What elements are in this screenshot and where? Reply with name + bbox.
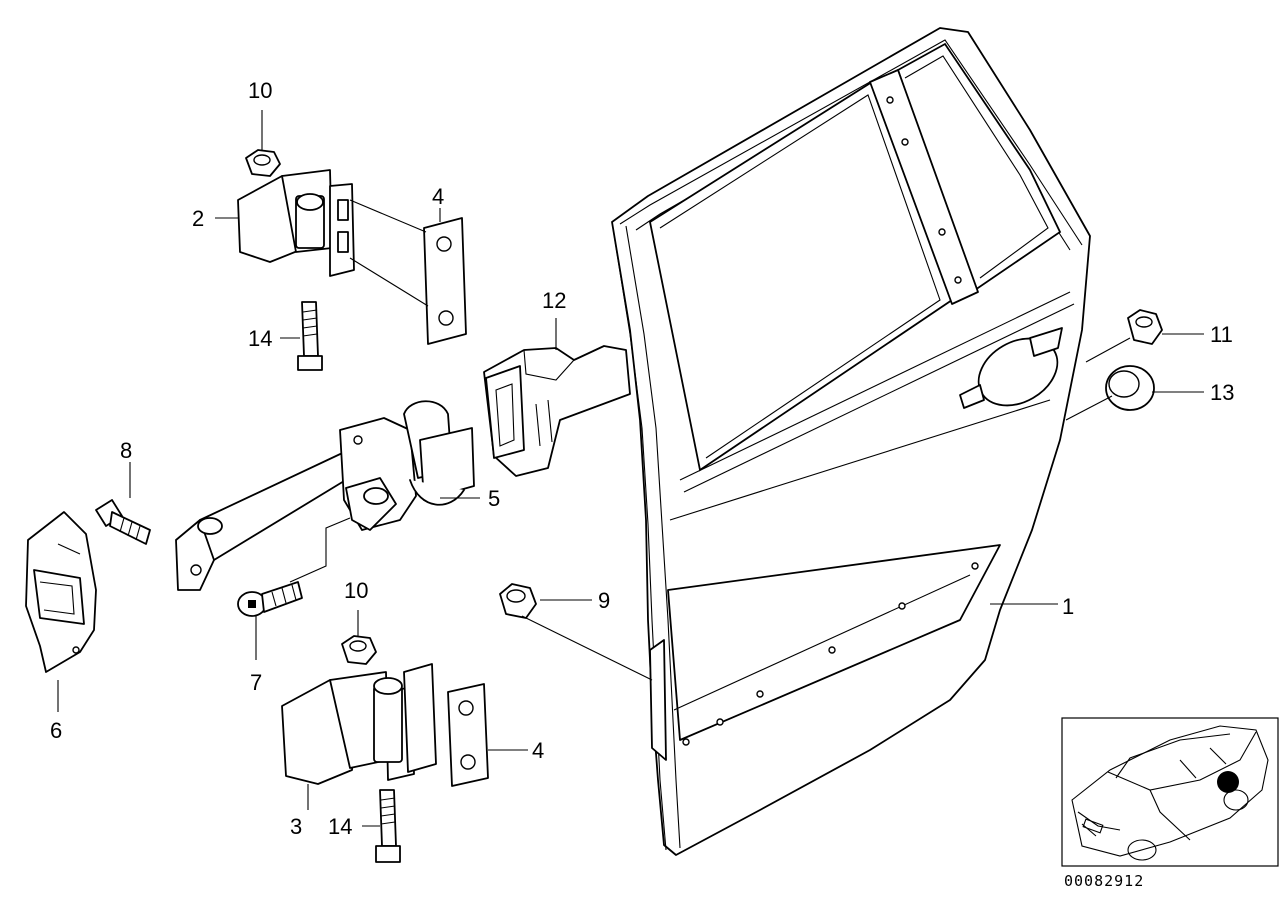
- lower-hinge-shim-plate: [447, 683, 489, 787]
- callout-3: 3: [290, 814, 302, 839]
- hinge-cover-cap: [25, 511, 97, 673]
- lower-hinge-nut: [341, 635, 377, 665]
- callout-7: 7: [250, 670, 262, 695]
- lower-hinge: [281, 663, 437, 785]
- location-marker-icon: [1217, 771, 1239, 793]
- upper-hinge-shim-plate: [423, 217, 467, 345]
- door-check-strap: [175, 400, 475, 591]
- upper-hinge: [237, 169, 355, 277]
- plug-9: [499, 583, 537, 619]
- callout-14-upper: 14: [248, 326, 272, 351]
- lower-hinge-bolt: [375, 789, 401, 863]
- callout-9: 9: [598, 588, 610, 613]
- callout-12: 12: [542, 288, 566, 313]
- callout-10-upper: 10: [248, 78, 272, 103]
- callout-10-lower: 10: [344, 578, 368, 603]
- check-strap-housing: [483, 345, 631, 477]
- callout-14-lower: 14: [328, 814, 352, 839]
- callout-8: 8: [120, 438, 132, 463]
- rear-door-shell: [611, 27, 1091, 856]
- callout-4-lower: 4: [532, 738, 544, 763]
- plug-11: [1127, 309, 1163, 345]
- callout-1: 1: [1062, 594, 1074, 619]
- callout-5: 5: [488, 486, 500, 511]
- callout-6: 6: [50, 718, 62, 743]
- upper-hinge-nut: [245, 149, 281, 177]
- callout-2: 2: [192, 206, 204, 231]
- leader-lines: [57, 110, 1204, 827]
- callout-13: 13: [1210, 380, 1234, 405]
- plug-13: [1105, 365, 1155, 411]
- check-strap-bolt-8: [95, 499, 151, 545]
- callout-4-upper: 4: [432, 184, 444, 209]
- callout-labels: 1 2 3 4 4 5 6 7 8 9 10 10 11 12 13 14 14: [50, 78, 1234, 839]
- upper-hinge-bolt: [297, 301, 323, 371]
- callout-11: 11: [1210, 322, 1233, 347]
- vehicle-locator-inset: 00082912: [1061, 717, 1279, 890]
- check-strap-bolt-7: [237, 581, 303, 617]
- reference-number: 00082912: [1064, 872, 1144, 890]
